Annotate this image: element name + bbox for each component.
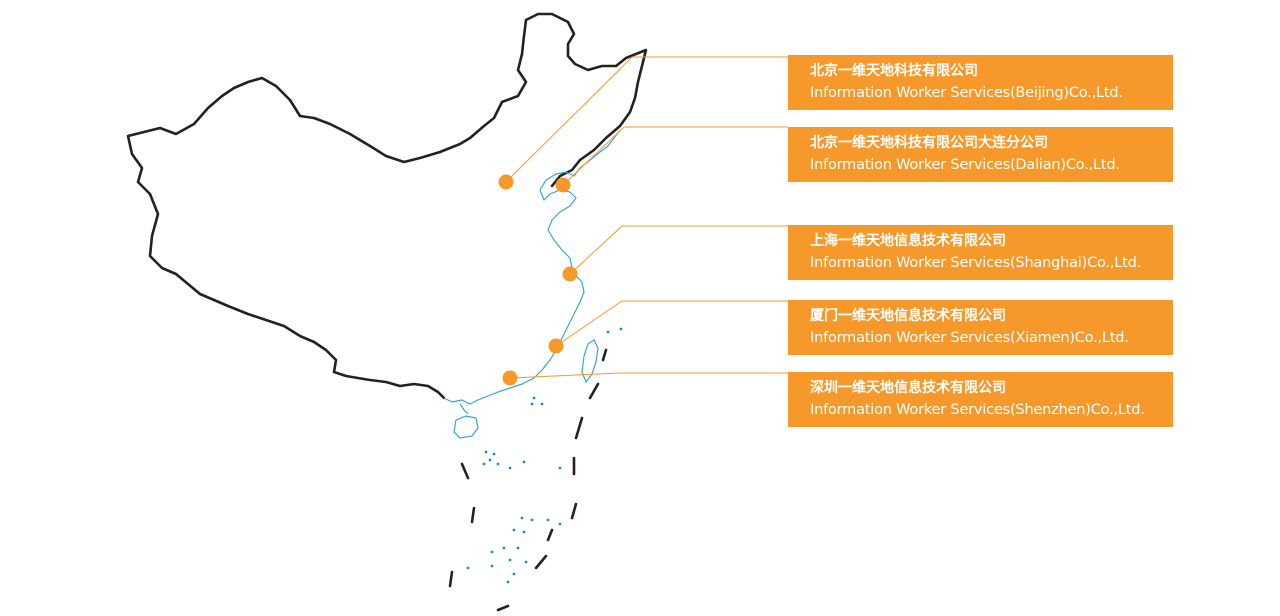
office-name-zh: 北京一维天地科技有限公司大连分公司 [810, 135, 1048, 151]
city-marker-dalian[interactable] [555, 177, 571, 193]
office-name-en: Information Worker Services(Shenzhen)Co.… [810, 402, 1145, 418]
leader-line-shenzhen [509, 372, 788, 379]
south-sea-islands [466, 327, 623, 584]
taiwan-island [581, 339, 599, 384]
leader-lines [505, 56, 788, 379]
office-card-shenzhen[interactable]: 深圳一维天地信息技术有限公司 Information Worker Servic… [788, 372, 1173, 427]
office-name-en: Information Worker Services(Dalian)Co.,L… [810, 157, 1120, 173]
leader-line-xiamen [555, 300, 788, 347]
nine-dash-line [448, 348, 608, 612]
hainan-island [453, 415, 479, 439]
office-card-beijing[interactable]: 北京一维天地科技有限公司 Information Worker Services… [788, 55, 1173, 110]
city-marker-shanghai[interactable] [562, 266, 578, 282]
office-name-en: Information Worker Services(Shanghai)Co.… [810, 255, 1142, 271]
office-name-zh: 厦门一维天地信息技术有限公司 [810, 308, 1006, 324]
city-marker-beijing[interactable] [498, 174, 514, 190]
leader-line-dalian [562, 126, 788, 186]
office-card-dalian[interactable]: 北京一维天地科技有限公司大连分公司 Information Worker Ser… [788, 127, 1173, 182]
office-name-zh: 北京一维天地科技有限公司 [810, 63, 978, 79]
office-card-xiamen[interactable]: 厦门一维天地信息技术有限公司 Information Worker Servic… [788, 300, 1173, 355]
leizhou-peninsula [459, 403, 469, 415]
office-name-zh: 上海一维天地信息技术有限公司 [810, 233, 1006, 249]
leader-line-beijing [505, 56, 788, 183]
city-marker-shenzhen[interactable] [502, 370, 518, 386]
city-marker-xiamen[interactable] [548, 338, 564, 354]
coastline [443, 129, 621, 405]
office-name-en: Information Worker Services(Beijing)Co.,… [810, 85, 1123, 101]
leader-line-shanghai [569, 225, 788, 275]
office-name-zh: 深圳一维天地信息技术有限公司 [810, 380, 1006, 396]
city-markers [498, 174, 578, 386]
office-card-shanghai[interactable]: 上海一维天地信息技术有限公司 Information Worker Servic… [788, 225, 1173, 280]
office-name-en: Information Worker Services(Xiamen)Co.,L… [810, 330, 1129, 346]
country-border [126, 12, 648, 400]
